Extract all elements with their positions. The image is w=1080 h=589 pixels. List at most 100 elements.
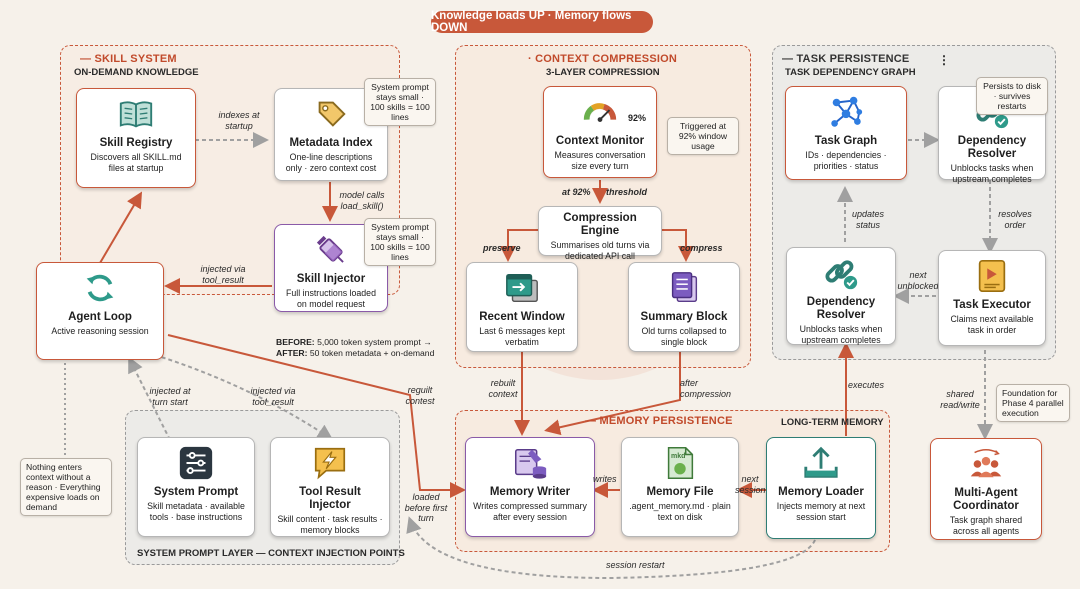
compression-engine-title: Compression Engine (563, 212, 637, 237)
markdown-file-icon (667, 447, 694, 479)
context-compression-title: · CONTEXT COMPRESSION (528, 53, 678, 65)
result-contest-label: reguilt contest (405, 385, 435, 406)
metadata-index-title: Metadata Index (289, 137, 373, 149)
memory-persistence-subtitle: LONG-TERM MEMORY (781, 417, 884, 428)
document-stack-icon (671, 272, 698, 303)
agent-loop-desc: Active reasoning session (51, 326, 149, 336)
task-graph-desc: IDs · dependencies · priorities · status (805, 150, 887, 171)
compression-engine-desc: Summarises old turns via dedicated API c… (550, 240, 650, 261)
context-monitor-title: Context Monitor (555, 135, 645, 147)
dependency-resolver-top-desc: Unblocks tasks when upstream completes (950, 163, 1034, 184)
more-options-icon[interactable]: ⋮ (938, 53, 950, 67)
markdown-tag: mkd (671, 453, 686, 460)
sliders-icon (179, 446, 213, 480)
agent-loop-title: Agent Loop (68, 311, 132, 323)
summary-block-card[interactable]: Summary Block Old turns collapsed to sin… (628, 262, 740, 352)
graph-network-icon (831, 96, 863, 127)
tag-icon (318, 101, 346, 127)
refresh-loop-icon (86, 274, 114, 302)
task-checklist-icon (978, 259, 1006, 293)
injected-tool-result-bottom-label: injected via tool_result (250, 386, 296, 407)
skill-registry-desc: Discovers all SKILL.md files at startup (90, 152, 182, 173)
skill-injector-desc: Full instructions loaded on model reques… (286, 288, 376, 309)
after-label: AFTER: (276, 347, 308, 358)
foundation-note: Foundation for Phase 4 parallel executio… (996, 384, 1070, 422)
before-label: BEFORE: (276, 337, 315, 347)
memory-loader-card[interactable]: Memory Loader Injects memory at next ses… (766, 437, 876, 539)
trigger-note: Triggered at 92% window usage (667, 117, 739, 155)
memory-writer-title: Memory Writer (489, 486, 571, 498)
system-prompt-note-1: System prompt stays small · 100 skills =… (364, 78, 436, 126)
task-executor-title: Task Executor (953, 299, 1031, 311)
before-after-note: BEFORE: 5,000 token system prompt → AFTE… (276, 337, 434, 358)
skill-registry-card[interactable]: Skill Registry Discovers all SKILL.md fi… (76, 88, 196, 188)
skill-registry-title: Skill Registry (99, 137, 173, 149)
tool-result-injector-card[interactable]: Tool Result Injector Skill content · tas… (270, 437, 390, 537)
context-compression-subtitle: 3-LAYER COMPRESSION (546, 67, 660, 78)
memory-file-card[interactable]: mkd Memory File .agent_memory.md · plain… (621, 437, 739, 537)
task-executor-desc: Claims next available task in order (950, 314, 1034, 335)
skill-system-title: — SKILL SYSTEM (80, 53, 177, 65)
updates-status-label: updates status (851, 209, 885, 230)
memory-persistence-title: — MEMORY PERSISTENCE (585, 415, 733, 427)
persists-note: Persists to disk · survives restarts (976, 77, 1048, 115)
after-text: 50 token metadata + on-demand (309, 347, 435, 358)
memory-file-title: Memory File (646, 486, 714, 498)
task-executor-card[interactable]: Task Executor Claims next available task… (938, 250, 1046, 346)
summary-block-desc: Old turns collapsed to single block (641, 326, 727, 347)
metadata-index-desc: One-line descriptions only · zero contex… (285, 152, 377, 173)
recent-window-desc: Last 6 messages kept verbatim (479, 326, 565, 347)
multi-agent-coordinator-card[interactable]: Multi-Agent Coordinator Task graph share… (930, 438, 1042, 540)
dependency-resolver-top-title: Dependency Resolver (957, 135, 1027, 160)
task-persistence-subtitle: TASK DEPENDENCY GRAPH (785, 67, 916, 78)
system-prompt-title: System Prompt (153, 486, 239, 498)
tool-result-injector-desc: Skill content · task results · memory bl… (277, 514, 383, 535)
model-calls-label: model calls load_skill() (339, 190, 385, 211)
people-group-icon (970, 448, 1002, 478)
multi-agent-coordinator-title: Multi-Agent Coordinator (953, 487, 1019, 512)
task-persistence-title: — TASK PERSISTENCE (782, 53, 910, 65)
after-compression-label: after compression (680, 378, 732, 399)
tool-result-injector-title: Tool Result Injector (299, 486, 361, 511)
gauge-icon (583, 103, 617, 122)
writes-label: writes (593, 474, 617, 484)
syringe-icon (316, 235, 344, 263)
window-stack-icon (506, 273, 538, 303)
agent-loop-card[interactable]: Agent Loop Active reasoning session (36, 262, 164, 360)
dependency-resolver-mid-title: Dependency Resolver (806, 296, 876, 321)
loaded-before-first-turn-label: loaded before first turn (404, 492, 448, 523)
system-prompt-card[interactable]: System Prompt Skill metadata · available… (137, 437, 255, 537)
task-graph-card[interactable]: Task Graph IDs · dependencies · prioriti… (785, 86, 907, 180)
compress-label: compress (680, 243, 723, 253)
recent-window-card[interactable]: Recent Window Last 6 messages kept verba… (466, 262, 578, 352)
multi-agent-coordinator-desc: Task graph shared across all agents (949, 515, 1023, 536)
context-monitor-desc: Measures conversation size every turn (554, 150, 646, 171)
page-title: Knowledge loads UP · Memory flows DOWN (431, 10, 653, 34)
memory-loader-title: Memory Loader (778, 486, 864, 498)
memory-file-desc: .agent_memory.md · plain text on disk (629, 501, 731, 522)
indexes-at-startup-label: indexes at startup (218, 110, 260, 131)
memory-loader-desc: Injects memory at next session start (776, 501, 866, 522)
at-92-label: at 92% (562, 187, 591, 197)
session-restart-label: session restart (606, 560, 665, 570)
memory-writer-desc: Writes compressed summary after every se… (473, 501, 587, 522)
threshold-label: threshold (606, 187, 648, 197)
dependency-resolver-mid-card[interactable]: Dependency Resolver Unblocks tasks when … (786, 247, 896, 345)
nothing-enters-note: Nothing enters context without a reason … (20, 458, 112, 516)
executes-label: executes (848, 380, 885, 390)
next-unblocked-label: next unblocked (897, 270, 939, 291)
upload-tray-icon (804, 446, 838, 478)
next-session-label: next session (735, 474, 766, 495)
resolves-order-label: resolves order (998, 209, 1032, 230)
memory-writer-card[interactable]: Memory Writer Writes compressed summary … (465, 437, 595, 537)
lightning-bubble-icon (314, 447, 346, 480)
system-prompt-note-2: System prompt stays small · 100 skills =… (364, 218, 436, 266)
context-monitor-card[interactable]: 92% Context Monitor Measures conversatio… (543, 86, 657, 178)
injected-via-tool-result-label: injected via tool_result (200, 264, 246, 285)
gauge-readout: 92% (628, 113, 647, 123)
compression-engine-card[interactable]: Compression Engine Summarises old turns … (538, 206, 662, 261)
pen-database-icon (514, 448, 547, 479)
system-prompt-layer-title: SYSTEM PROMPT LAYER — CONTEXT INJECTION … (137, 548, 405, 559)
preserve-label: preserve (483, 243, 521, 253)
